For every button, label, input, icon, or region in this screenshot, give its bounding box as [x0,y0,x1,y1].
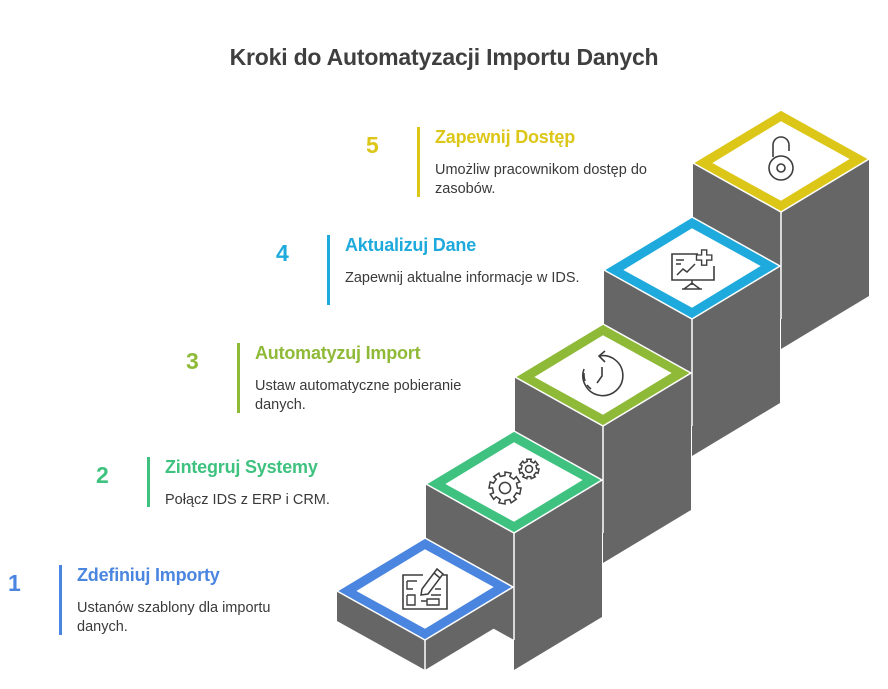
step-top-inner [445,442,583,522]
step-title: Aktualizuj Dane [345,235,477,255]
step-right-face [781,159,869,349]
clock-refresh-icon [582,350,624,397]
step-number: 5 [366,132,379,158]
step-2-block [424,430,604,670]
step-description: Zapewnij aktualne informacje w IDS. [345,270,580,286]
step-title: Zintegruj Systemy [165,457,318,477]
step-number: 4 [276,240,289,266]
diagram-title: Kroki do Automatyzacji Importu Danych [229,44,659,70]
step-description: Ustaw automatyczne pobieranie danych. [255,378,462,413]
step-top-inner [534,335,672,415]
step-description: Ustanów szablony dla importu danych. [77,600,271,635]
gears-icon [488,458,540,505]
step-number: 3 [186,348,199,374]
step-accent-bar [237,343,240,413]
step-right-face [425,587,513,670]
step-accent-bar [327,235,330,305]
step-number: 1 [8,570,21,596]
step-1-block [335,537,515,670]
monitor-chart-plus-icon [671,249,715,290]
step-right-face [603,373,691,563]
step-title: Zdefiniuj Importy [77,565,220,585]
step-left-face [337,591,425,670]
step-accent-bar [59,565,62,635]
step-number: 2 [96,462,109,488]
step-accent-bar [417,127,420,197]
step-title: Automatyzuj Import [255,343,421,363]
step-top-inner [712,121,850,201]
step-right-face [514,480,602,670]
step-description: Umożliw pracownikom dostęp do zasobów. [435,162,647,197]
step-description: Połącz IDS z ERP i CRM. [165,492,330,508]
blueprint-pencil-icon [402,567,448,610]
step-accent-bar [147,457,150,507]
step-right-face [692,266,780,456]
unlocked-padlock-icon [768,136,794,181]
step-title: Zapewnij Dostęp [435,127,576,147]
